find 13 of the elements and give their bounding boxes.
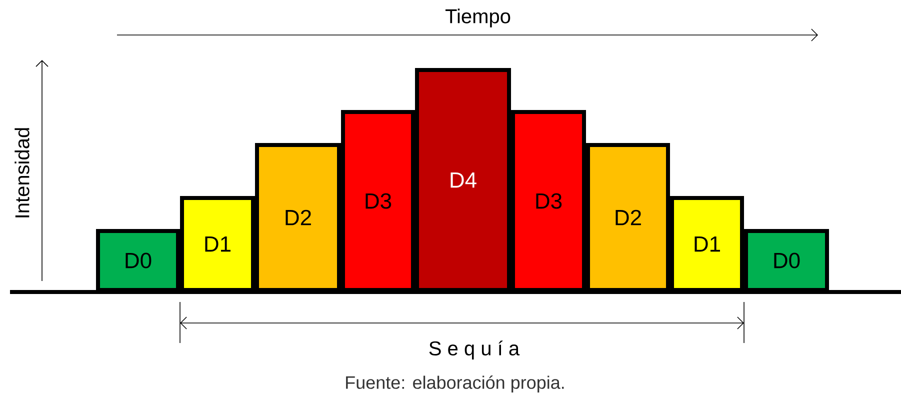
drought-bar: D4 — [415, 68, 511, 292]
drought-bar: D0 — [744, 229, 829, 292]
axis-label: Intensidad — [14, 128, 30, 218]
axis-label: Tiempo — [446, 8, 510, 28]
drought-bar: D1 — [670, 196, 744, 292]
drought-bar: D2 — [255, 143, 341, 292]
caption: Fuente: elaboración propia. — [346, 376, 564, 392]
drought-bar: D1 — [180, 196, 255, 292]
dimension-label: S e q u í a — [429, 340, 520, 360]
drought-bar: D0 — [96, 229, 180, 292]
drought-bar: D3 — [341, 110, 415, 292]
drought-bar: D3 — [511, 110, 586, 292]
drought-bar: D2 — [586, 143, 670, 292]
